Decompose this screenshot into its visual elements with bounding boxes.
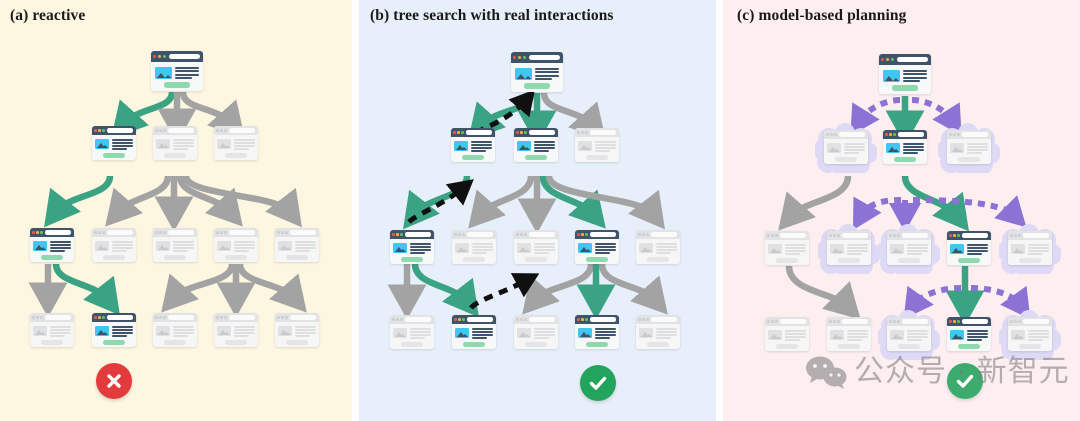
- check-icon: [956, 374, 974, 388]
- browser-card[interactable]: [390, 230, 434, 264]
- browser-card[interactable]: [514, 315, 558, 349]
- browser-card[interactable]: [947, 317, 991, 351]
- browser-card[interactable]: [153, 126, 197, 160]
- arrow-green: [411, 263, 479, 318]
- arrow-gray: [176, 175, 243, 227]
- browser-card[interactable]: [92, 228, 136, 262]
- browser-card[interactable]: [575, 315, 619, 349]
- browser-card[interactable]: [827, 231, 871, 265]
- browser-card[interactable]: [1008, 317, 1052, 351]
- arrow-gray: [161, 263, 236, 313]
- browser-card[interactable]: [887, 317, 931, 351]
- arrow-green: [44, 175, 114, 228]
- arrow-gray: [182, 174, 303, 228]
- arrow-backtrack: [407, 179, 474, 224]
- browser-card[interactable]: [575, 128, 619, 162]
- browser-card[interactable]: [947, 130, 991, 164]
- arrow-green: [468, 92, 535, 141]
- arrow-gray: [598, 263, 668, 315]
- browser-card[interactable]: [947, 231, 991, 265]
- browser-card[interactable]: [887, 231, 931, 265]
- arrow-gray: [236, 263, 307, 313]
- browser-card[interactable]: [883, 130, 927, 164]
- browser-card[interactable]: [636, 230, 680, 264]
- minimize-dot-icon: [157, 54, 162, 59]
- arrow-green: [111, 91, 176, 139]
- text-lines: [175, 67, 199, 79]
- arrow-gray: [545, 174, 666, 230]
- browser-card[interactable]: [153, 313, 197, 347]
- panel-a-arrows: [28, 91, 307, 318]
- browser-card-root[interactable]: [879, 54, 931, 94]
- arrow-imagined: [912, 195, 1027, 228]
- browser-card[interactable]: [636, 315, 680, 349]
- arrow-green: [403, 175, 471, 230]
- panel-b-arrows: [387, 89, 668, 320]
- arrow-imagined: [911, 97, 962, 136]
- arrow-green: [901, 175, 969, 232]
- close-dot-icon: [153, 54, 157, 59]
- card-body: [151, 62, 203, 91]
- browser-card[interactable]: [30, 228, 74, 262]
- panel-c-arrows: [778, 96, 1031, 326]
- url-bar: [168, 53, 200, 60]
- panel-c-title: (c) model-based planning: [737, 7, 907, 24]
- arrow-gray: [540, 92, 606, 141]
- card-titlebar: [151, 51, 203, 62]
- arrow-gray: [105, 175, 172, 227]
- browser-card[interactable]: [92, 313, 136, 347]
- browser-card[interactable]: [275, 228, 319, 262]
- arrow-green: [539, 175, 606, 229]
- arrow-gray: [785, 265, 861, 320]
- arrow-imagined: [850, 97, 901, 136]
- browser-card[interactable]: [390, 315, 434, 349]
- panel-a-title: (a) reactive: [10, 7, 86, 24]
- browser-card[interactable]: [765, 231, 809, 265]
- cta-button: [163, 82, 191, 89]
- arrow-gray: [778, 175, 852, 231]
- panel-tree-search: (b) tree search with real interactions: [359, 0, 716, 421]
- browser-card-root[interactable]: [511, 52, 563, 92]
- browser-card[interactable]: [451, 128, 495, 162]
- arrow-imagined: [970, 285, 1031, 320]
- cross-icon: [107, 374, 121, 388]
- browser-card[interactable]: [575, 230, 619, 264]
- arrow-imagined: [852, 196, 902, 231]
- browser-card[interactable]: [452, 230, 496, 264]
- arrow-green: [52, 263, 120, 316]
- status-badge-fail: [96, 363, 132, 399]
- browser-card[interactable]: [92, 126, 136, 160]
- browser-card[interactable]: [214, 313, 258, 347]
- panel-b-title: (b) tree search with real interactions: [370, 7, 614, 24]
- browser-card[interactable]: [765, 317, 809, 351]
- browser-card[interactable]: [275, 313, 319, 347]
- arrow-gray: [468, 175, 535, 229]
- browser-card[interactable]: [514, 128, 558, 162]
- arrow-gray: [179, 91, 245, 139]
- arrow-backtrack: [469, 273, 540, 310]
- check-icon: [589, 376, 607, 390]
- browser-card[interactable]: [1008, 231, 1052, 265]
- browser-card[interactable]: [514, 230, 558, 264]
- maximize-dot-icon: [162, 54, 166, 59]
- panel-model-based-planning: (c) model-based planning: [723, 0, 1080, 421]
- status-badge-success: [947, 363, 983, 399]
- arrow-imagined: [903, 285, 962, 320]
- browser-card[interactable]: [827, 317, 871, 351]
- browser-card[interactable]: [214, 126, 258, 160]
- panel-reactive: (a) reactive: [0, 0, 352, 421]
- browser-card[interactable]: [452, 315, 496, 349]
- browser-card-root[interactable]: [151, 51, 203, 91]
- browser-card[interactable]: [153, 228, 197, 262]
- browser-card[interactable]: [824, 130, 868, 164]
- browser-card[interactable]: [214, 228, 258, 262]
- arrow-gray: [522, 263, 595, 315]
- image-thumbnail-icon: [155, 66, 172, 79]
- browser-card[interactable]: [30, 313, 74, 347]
- status-badge-success: [580, 365, 616, 401]
